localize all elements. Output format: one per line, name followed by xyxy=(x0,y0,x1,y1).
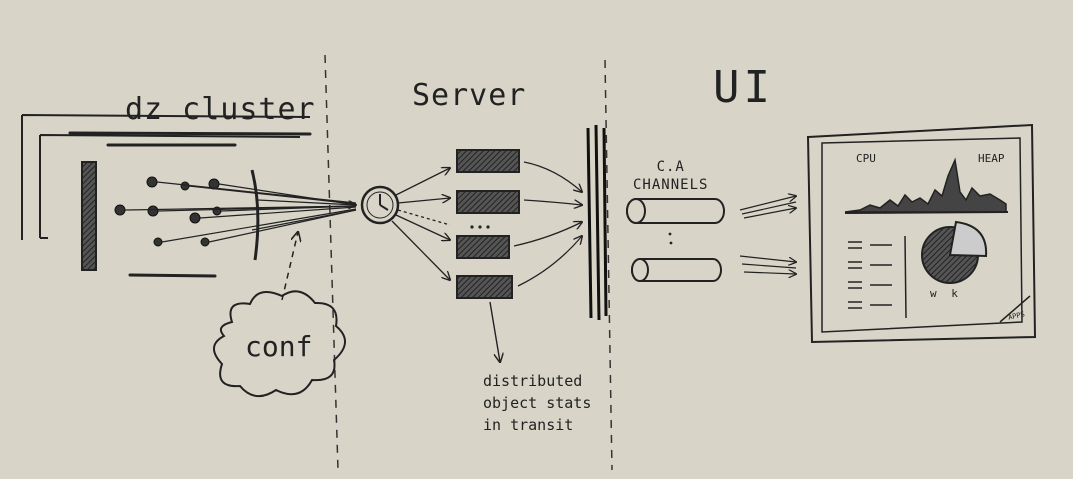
server-title: Server xyxy=(412,78,527,113)
node-to-server-arrows xyxy=(124,181,356,243)
queue-to-wall-arrows xyxy=(513,161,582,287)
server-boundary-wall xyxy=(586,124,608,321)
clock-icon xyxy=(360,185,400,225)
channels-label-line1: C.A xyxy=(656,159,685,175)
stats-list xyxy=(848,235,907,319)
cpu-label: CPU xyxy=(856,152,876,165)
channels-label: C.A CHANNELS xyxy=(633,158,708,194)
cluster-nodes xyxy=(114,176,222,247)
pie-chart xyxy=(921,220,988,284)
channel-ellipsis xyxy=(668,232,673,245)
queue-buffer xyxy=(456,190,520,214)
heap-label: HEAP xyxy=(978,152,1005,165)
clock-to-queue-arrows xyxy=(391,168,450,280)
cluster-node xyxy=(200,237,210,247)
conf-arrow xyxy=(281,232,298,301)
cluster-node xyxy=(147,205,159,217)
transit-note-line: in transit xyxy=(483,416,574,434)
channel-to-ui-arrows xyxy=(739,196,796,274)
queue-buffer xyxy=(456,149,520,173)
conf-cloud xyxy=(213,290,346,397)
transit-note-line: distributed xyxy=(483,372,583,390)
cluster-node xyxy=(146,176,158,188)
queue-buffer xyxy=(456,275,513,299)
pie-legend: w k xyxy=(930,287,962,300)
queue-ellipsis xyxy=(470,225,490,229)
cluster-node xyxy=(189,212,201,224)
transit-note-line: object stats xyxy=(483,394,592,412)
cluster-title: dz cluster xyxy=(125,92,316,127)
channel-pipe xyxy=(631,258,722,282)
transit-note: distributed object stats in transit xyxy=(483,370,591,436)
divider-cluster-server xyxy=(324,54,339,471)
corner-stamp xyxy=(999,295,1031,323)
cluster-wall xyxy=(81,161,97,271)
cluster-frame xyxy=(21,114,311,240)
queue-buffer xyxy=(456,235,510,259)
ui-title: UI xyxy=(713,62,774,113)
conf-label: conf xyxy=(245,330,313,363)
queue-buffers xyxy=(456,149,520,299)
dashboard-frame xyxy=(806,123,1037,344)
cluster-node xyxy=(153,237,163,247)
channel-pipe xyxy=(626,198,725,224)
cluster-boundary xyxy=(250,169,260,261)
cluster-underlines xyxy=(68,131,312,278)
cluster-node xyxy=(114,204,126,216)
transit-arrow xyxy=(489,301,500,362)
cpu-heap-chart xyxy=(844,157,1009,214)
cluster-node xyxy=(180,181,190,191)
channels-label-line2: CHANNELS xyxy=(633,177,709,193)
